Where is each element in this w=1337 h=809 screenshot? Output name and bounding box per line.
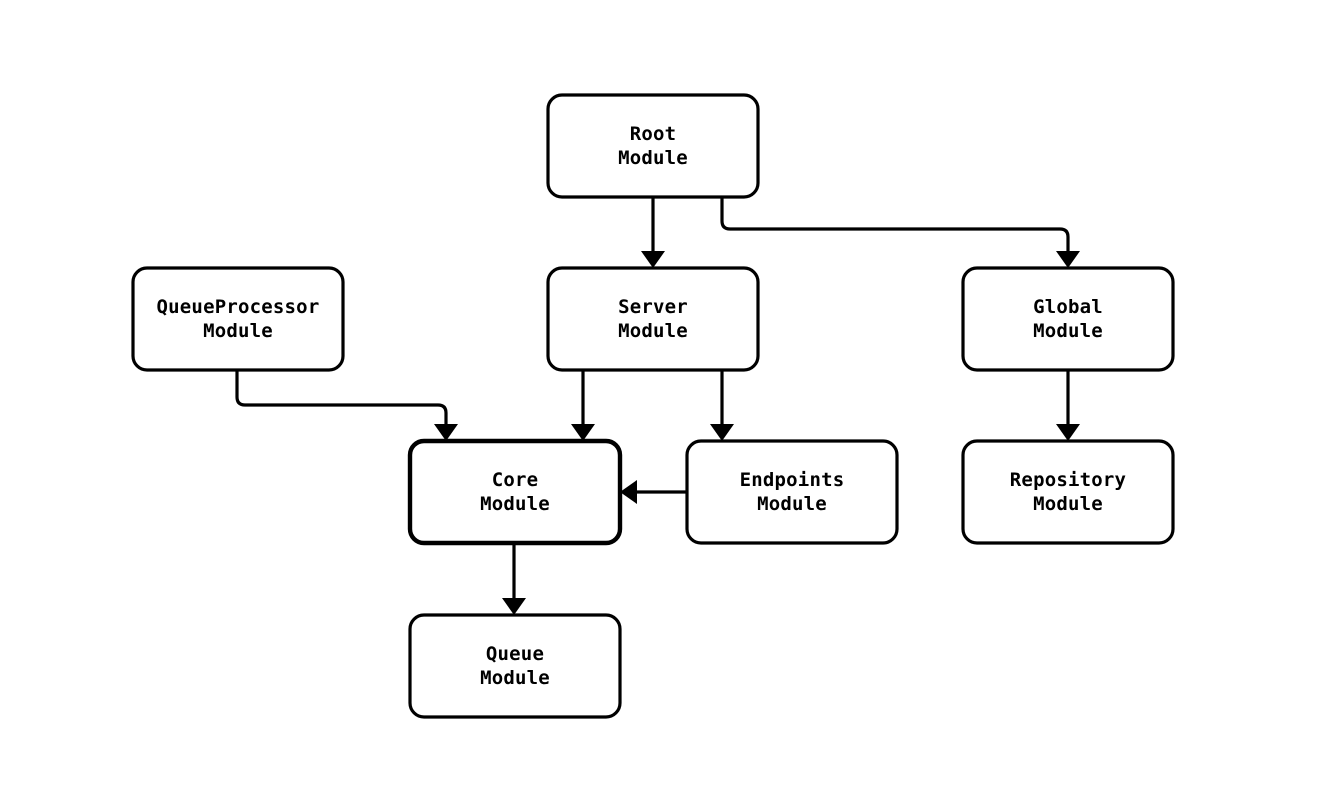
node-label-line1: Server	[618, 296, 688, 318]
node-label-line1: Root	[630, 123, 677, 145]
node-box[interactable]	[685, 439, 899, 545]
node-box[interactable]	[961, 266, 1175, 372]
node-label-line2: Module	[757, 492, 827, 514]
edge-arrowhead-down	[502, 598, 526, 615]
node-box[interactable]	[961, 439, 1175, 545]
node-label-line2: Module	[618, 146, 688, 168]
edge-arrowhead-down	[571, 424, 595, 441]
node-box[interactable]	[546, 93, 760, 199]
edge-line	[235, 370, 448, 426]
node-label-line2: Module	[1033, 319, 1103, 341]
node-label-line1: QueueProcessor	[157, 296, 320, 318]
edge-server-to-core	[571, 370, 595, 441]
node-label-line1: Core	[492, 469, 539, 491]
edge-core-to-queue	[502, 543, 526, 615]
edge-arrowhead-left	[620, 480, 637, 504]
edge-queueprocessor-to-core	[235, 370, 458, 441]
edge-line	[720, 197, 1070, 253]
node-label-line2: Module	[618, 319, 688, 341]
node-box[interactable]	[131, 266, 345, 372]
edge-arrowhead-down	[1056, 251, 1080, 268]
node-box[interactable]	[408, 613, 622, 719]
node-label-line1: Queue	[486, 643, 544, 665]
edge-arrowhead-down	[434, 424, 458, 441]
node-label-line1: Global	[1033, 296, 1103, 318]
edge-arrowhead-down	[1056, 424, 1080, 441]
edge-endpoints-to-core	[620, 480, 687, 504]
edge-server-to-endpoints	[710, 370, 734, 441]
node-label-line1: Repository	[1010, 469, 1126, 491]
node-box[interactable]	[546, 266, 760, 372]
edge-global-to-repository	[1056, 370, 1080, 441]
edge-arrowhead-down	[641, 251, 665, 268]
node-label-line2: Module	[480, 492, 550, 514]
node-label-line2: Module	[203, 319, 273, 341]
node-label-line2: Module	[1033, 492, 1103, 514]
node-box[interactable]	[407, 438, 623, 546]
edge-root-to-global	[720, 197, 1080, 268]
edges-layer	[235, 197, 1080, 615]
node-label-line1: Endpoints	[740, 469, 845, 491]
node-label-line2: Module	[480, 666, 550, 688]
edge-root-to-server	[641, 197, 665, 268]
edge-arrowhead-down	[710, 424, 734, 441]
